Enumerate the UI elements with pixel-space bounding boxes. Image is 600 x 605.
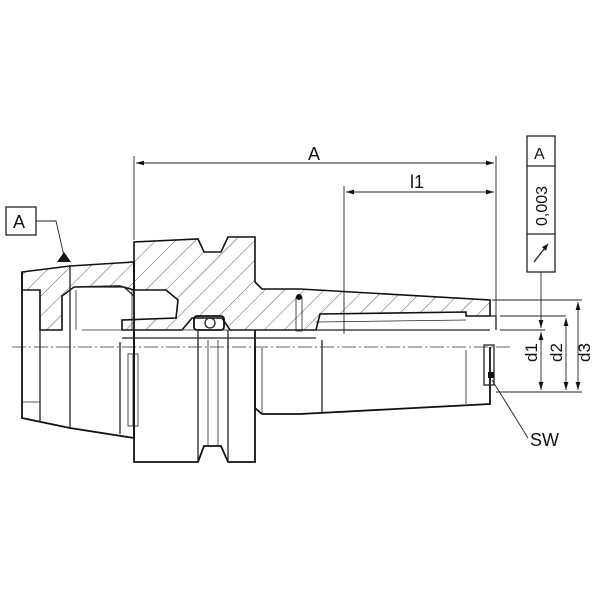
dim-a-label: A — [308, 144, 320, 164]
o-ring — [204, 317, 216, 329]
dim-d3-label: d3 — [575, 343, 594, 362]
shank-lower-outline — [254, 347, 491, 415]
set-screw — [483, 344, 495, 386]
tolerance-datum: A — [534, 146, 545, 163]
clamp-bore-inner — [315, 319, 467, 323]
dim-l1-label: l1 — [410, 172, 424, 192]
seal-ring — [193, 315, 225, 331]
tolerance-value: 0,003 — [534, 186, 551, 226]
datum-box-label: A — [13, 212, 25, 232]
pin-head — [296, 294, 302, 300]
tolerance-frame: A 0,003 — [526, 135, 556, 273]
right-face — [484, 315, 497, 330]
set-screw-mark — [488, 372, 494, 378]
dim-d1-label: d1 — [522, 343, 541, 362]
datum-triangle — [57, 252, 71, 262]
runout-symbol-icon — [533, 243, 549, 263]
bore-outline — [74, 286, 135, 330]
hatched-section-taper — [21, 261, 135, 331]
sw-leader — [491, 379, 529, 439]
datum-leader — [36, 220, 65, 257]
sw-label: SW — [530, 430, 559, 450]
flange-outline — [133, 330, 256, 463]
hatched-section-body — [121, 236, 491, 331]
dim-d2-label: d2 — [547, 343, 566, 362]
